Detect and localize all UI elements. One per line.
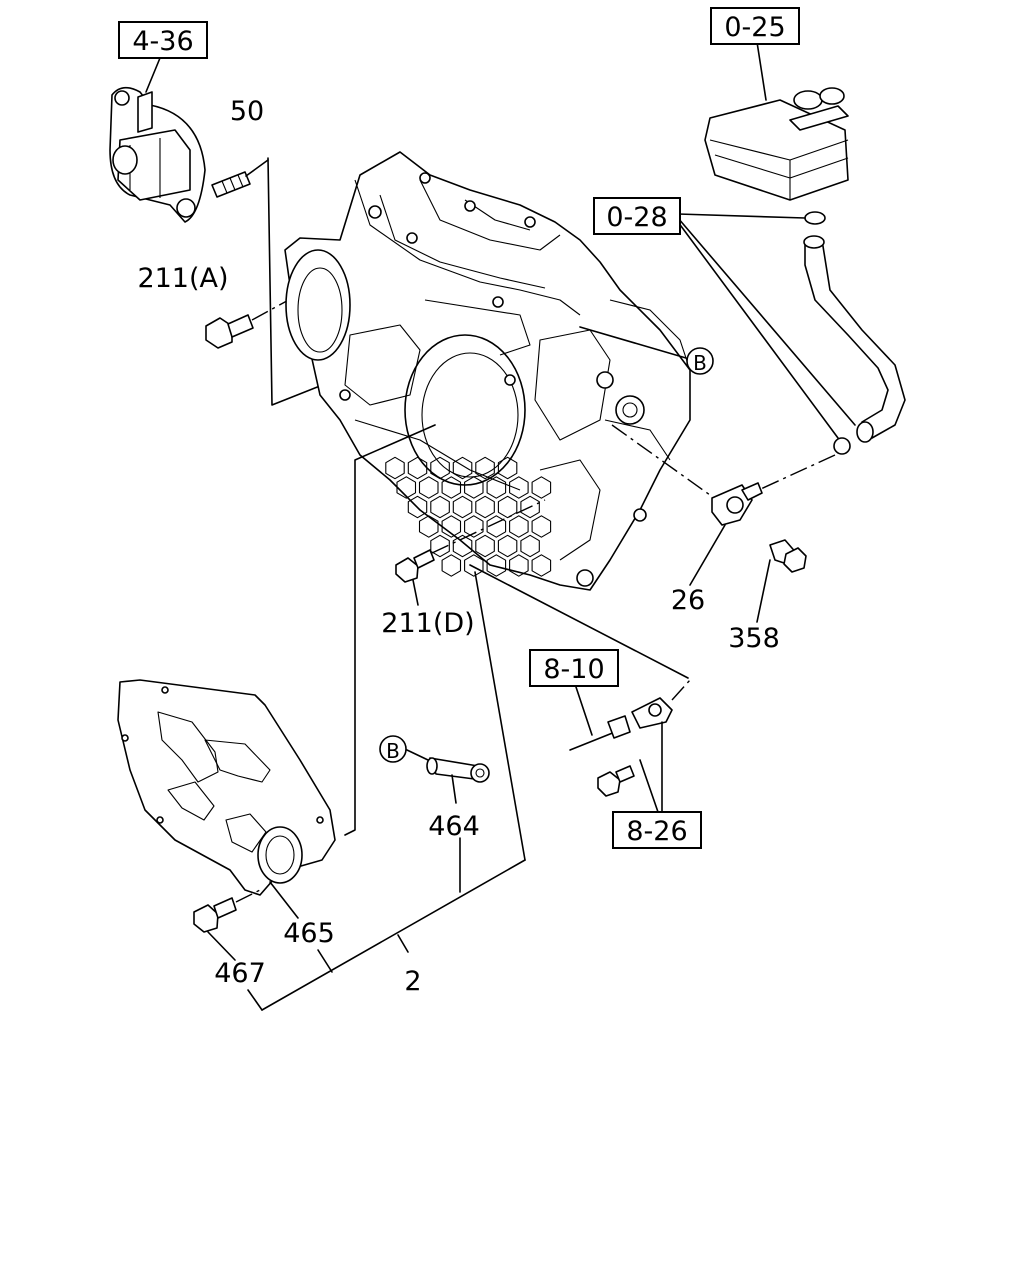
callout-b-housing: B xyxy=(579,326,714,375)
honeycomb-cell xyxy=(509,476,529,499)
honeycomb-cell xyxy=(520,534,540,558)
honeycomb-cell xyxy=(531,554,552,577)
ref-box-8-26[interactable]: 8-26 xyxy=(612,811,702,849)
ref-box-0-28[interactable]: 0-28 xyxy=(593,197,681,235)
leader-housing-810 xyxy=(469,564,689,679)
honeycomb-cell xyxy=(385,456,405,480)
assembly-bracket-2 xyxy=(247,571,526,1011)
honeycomb-cell xyxy=(396,476,417,499)
honeycomb-cell xyxy=(407,456,428,480)
part-label-467: 467 xyxy=(214,958,266,989)
bolt-467 xyxy=(193,889,261,961)
rear-cover-plate xyxy=(117,679,336,896)
svg-text:0-25: 0-25 xyxy=(724,12,785,43)
svg-text:4-36: 4-36 xyxy=(132,26,193,57)
part-label-211d: 211(D) xyxy=(381,608,474,639)
svg-text:8-10: 8-10 xyxy=(543,654,604,685)
honeycomb-cell xyxy=(418,476,439,499)
honeycomb-cell xyxy=(418,515,439,538)
bolt-358 xyxy=(756,539,807,623)
honeycomb-cell xyxy=(441,515,462,538)
honeycomb-cell xyxy=(407,495,428,519)
breather-hose xyxy=(677,211,906,494)
callout-b-plug: B xyxy=(379,735,407,763)
part-label-358: 358 xyxy=(728,623,780,654)
part-label-26: 26 xyxy=(671,585,705,616)
part-label-465: 465 xyxy=(283,918,335,949)
honeycomb-cell xyxy=(441,554,462,577)
housing-honeycomb xyxy=(385,456,552,577)
ref-box-8-10[interactable]: 8-10 xyxy=(529,649,619,687)
flywheel-housing xyxy=(284,151,691,591)
leader-bracket-50 xyxy=(267,157,336,406)
honeycomb-cell xyxy=(452,495,473,519)
honeycomb-cell xyxy=(441,476,462,499)
honeycomb-cell xyxy=(531,515,552,538)
bolt-211a xyxy=(205,271,341,349)
cooler-unit xyxy=(704,41,849,201)
vacuum-pump xyxy=(109,57,206,223)
honeycomb-cell xyxy=(486,515,507,538)
honeycomb-cell xyxy=(452,456,473,480)
oil-seal xyxy=(257,826,303,919)
honeycomb-cell xyxy=(464,476,484,499)
part-label-50: 50 xyxy=(230,96,264,127)
part-label-2: 2 xyxy=(404,966,421,997)
svg-text:8-26: 8-26 xyxy=(626,816,687,847)
part-label-464: 464 xyxy=(428,811,480,842)
honeycomb-cell xyxy=(497,456,518,480)
honeycomb-cell xyxy=(452,534,473,558)
honeycomb-cell xyxy=(475,495,495,519)
honeycomb-cell xyxy=(497,495,518,519)
bolt-211d xyxy=(395,499,546,606)
sensor-bolt-826 xyxy=(597,721,663,813)
ref-box-4-36[interactable]: 4-36 xyxy=(118,21,208,59)
svg-text:B: B xyxy=(386,739,400,763)
honeycomb-cell xyxy=(475,456,495,480)
svg-text:B: B xyxy=(693,351,707,375)
honeycomb-cell xyxy=(464,515,484,538)
honeycomb-cell xyxy=(486,476,507,499)
honeycomb-cell xyxy=(464,554,484,577)
honeycomb-cell xyxy=(430,456,450,480)
honeycomb-cell xyxy=(520,495,540,519)
honeycomb-cell xyxy=(531,476,552,499)
honeycomb-cell xyxy=(475,534,495,558)
honeycomb-cell xyxy=(486,554,507,577)
plug-464 xyxy=(406,749,490,804)
sensor-26 xyxy=(611,424,763,586)
honeycomb-cell xyxy=(509,515,529,538)
stud-bolt xyxy=(211,159,269,198)
ref-box-0-25[interactable]: 0-25 xyxy=(710,7,800,45)
honeycomb-cell xyxy=(430,495,450,519)
svg-text:0-28: 0-28 xyxy=(606,202,667,233)
crank-sensor-cable xyxy=(569,679,691,751)
honeycomb-cell xyxy=(509,554,529,577)
leader-housing-cover xyxy=(344,424,436,836)
part-label-211a: 211(A) xyxy=(137,263,228,294)
honeycomb-cell xyxy=(497,534,518,558)
